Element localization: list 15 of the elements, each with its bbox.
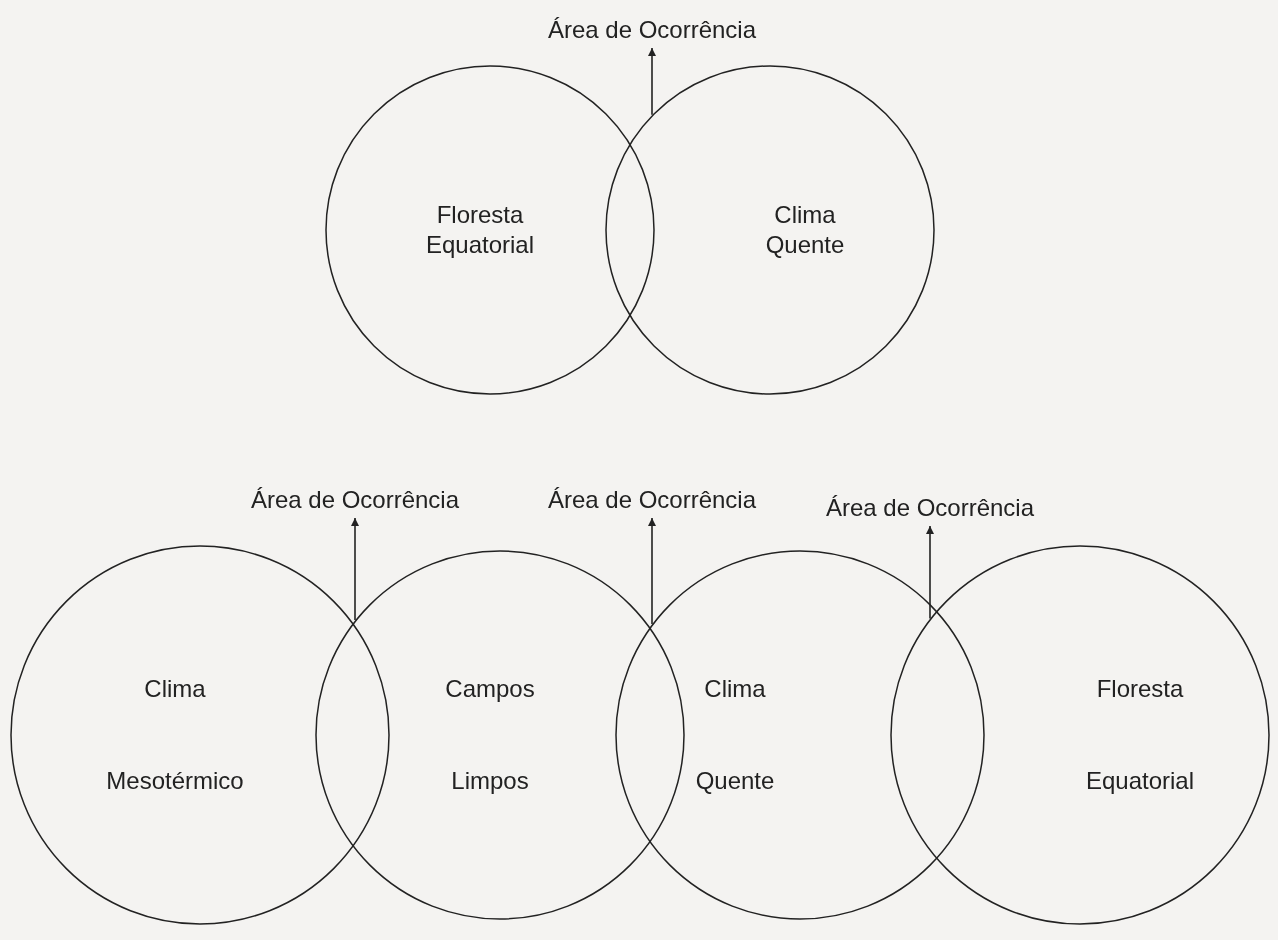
circle-label: Mesotérmico	[106, 766, 244, 796]
circle-label: Clima	[144, 674, 206, 704]
area-label: Área de Ocorrência	[547, 15, 757, 45]
circle-label: Campos	[445, 674, 535, 704]
circle-label: Clima	[704, 674, 766, 704]
area-label: Área de Ocorrência	[547, 485, 757, 515]
area-label: Área de Ocorrência	[250, 485, 460, 515]
circle-label: Limpos	[451, 766, 529, 796]
arrow	[648, 47, 656, 116]
circle-label: Equatorial	[1085, 766, 1195, 796]
circle-label: Floresta Equatorial	[425, 200, 535, 260]
circle-label: Clima Quente	[765, 200, 845, 260]
circle-label: Quente	[695, 766, 775, 796]
area-label: Área de Ocorrência	[825, 493, 1035, 523]
circle-label: Floresta	[1096, 674, 1184, 704]
